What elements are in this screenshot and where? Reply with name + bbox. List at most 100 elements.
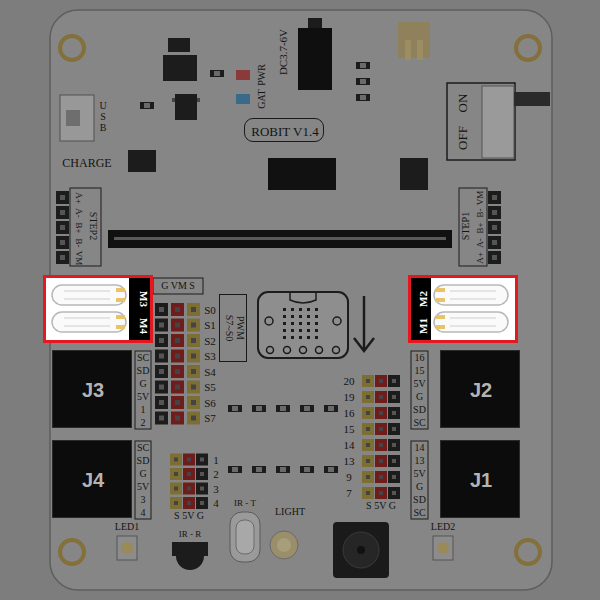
stepper-header	[56, 188, 501, 266]
top-components	[398, 22, 430, 58]
board-label: 13	[344, 456, 355, 467]
motor-connector	[436, 325, 445, 329]
servo-header	[155, 350, 200, 363]
board-label: 2	[141, 418, 146, 428]
board-label: S3	[204, 351, 216, 362]
motor-connector	[116, 315, 125, 319]
microbit-icon	[258, 292, 348, 358]
top-components	[236, 70, 250, 80]
io-header	[362, 455, 400, 467]
io-header	[362, 391, 400, 403]
board-label: B-	[476, 208, 485, 217]
microbit-icon	[315, 315, 318, 318]
motor-connector	[64, 291, 110, 292]
board	[50, 10, 552, 590]
board-label: G VM S	[161, 281, 195, 291]
board-label: 16	[415, 353, 425, 363]
board-label: S0	[204, 304, 216, 315]
top-components	[447, 83, 515, 160]
board-label: S5	[204, 382, 216, 393]
motor-connector	[434, 312, 508, 332]
buzzer	[343, 532, 379, 568]
led-part	[121, 542, 133, 554]
top-components	[197, 98, 200, 102]
top-components	[356, 62, 370, 69]
servo-header	[155, 381, 200, 394]
board-label: A-	[476, 238, 485, 248]
node-text: J4	[82, 470, 104, 490]
smd-led-row	[300, 405, 314, 412]
ir-transmitter	[236, 520, 254, 554]
edge-slot	[108, 230, 452, 248]
mounting-hole	[60, 540, 84, 564]
motor-connector	[116, 298, 125, 302]
microbit-icon	[267, 347, 274, 354]
smd-led-row	[252, 466, 266, 473]
top-components	[66, 110, 80, 126]
top-components	[405, 40, 411, 60]
microbit-icon	[307, 315, 310, 318]
servo-header	[153, 278, 203, 294]
top-components	[175, 94, 197, 120]
stepper-header	[56, 191, 69, 204]
motor-connector	[436, 315, 445, 319]
microbit-icon	[283, 315, 286, 318]
board-label: LIGHT	[275, 507, 305, 517]
smd-led-row	[324, 405, 338, 412]
pwm-box: S7~S0PWM	[219, 294, 247, 362]
servo-header	[155, 365, 200, 378]
light-sensor	[270, 531, 298, 559]
top-components	[163, 55, 197, 81]
microbit-icon	[307, 329, 310, 332]
board-label: 5V	[137, 392, 149, 402]
motor-connector	[436, 298, 445, 302]
board-label: CHARGE	[62, 157, 111, 169]
board-label: PWR	[257, 64, 267, 86]
port-block: J4	[52, 440, 132, 518]
top-components	[172, 98, 175, 102]
microbit-icon	[315, 322, 318, 325]
motor-connector	[436, 288, 445, 292]
node-text: M3	[138, 291, 149, 307]
board-label: 16	[344, 408, 355, 419]
node-text: J3	[82, 380, 104, 400]
board-label: S6	[204, 397, 216, 408]
microbit-icon	[315, 336, 318, 339]
microbit-icon	[299, 308, 302, 311]
stepper-header	[488, 221, 501, 234]
board-label: A-	[74, 208, 83, 218]
board-label: 19	[344, 392, 355, 403]
servo-header	[155, 334, 200, 347]
board-label: SD	[137, 366, 150, 376]
port-block: J1	[440, 440, 520, 518]
board-label: G	[139, 469, 146, 479]
stepper-header	[70, 188, 101, 266]
motor-connector	[64, 299, 110, 300]
board-label: 14	[415, 443, 425, 453]
microbit-icon	[283, 336, 286, 339]
node-text: PWM	[235, 316, 245, 340]
buzzer	[333, 522, 389, 578]
pin-label-frame	[135, 351, 428, 519]
board-label: SC	[413, 508, 425, 518]
microbit-icon	[291, 322, 294, 325]
direction-arrow	[354, 296, 374, 351]
microbit-icon	[315, 308, 318, 311]
smd-led-row	[252, 405, 266, 412]
io-header	[362, 487, 400, 499]
microbit-icon	[290, 292, 316, 303]
io-header	[362, 471, 400, 483]
servo-header	[155, 412, 200, 425]
board-label: 15	[415, 366, 425, 376]
board-label: 1	[141, 405, 146, 415]
stepper-header	[488, 191, 501, 204]
board-label: S 5V G	[174, 511, 204, 521]
pin-label-frame	[411, 441, 428, 519]
node-text: ROBIT V1.4	[251, 125, 318, 138]
board-label: B+	[476, 222, 485, 233]
light-sensor	[270, 531, 298, 559]
microbit-icon	[333, 347, 340, 354]
motor-connector	[450, 299, 496, 300]
board-label: SC	[137, 353, 149, 363]
io-header	[170, 497, 208, 509]
